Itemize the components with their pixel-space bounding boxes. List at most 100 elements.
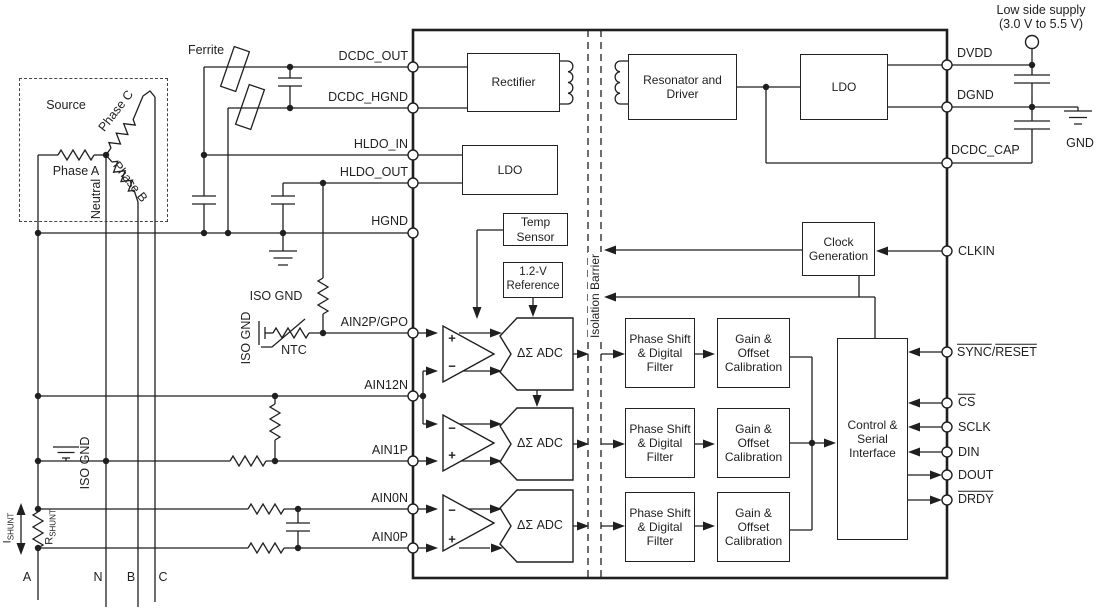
temp-sensor-block: Temp Sensor: [503, 213, 568, 246]
divider-resistor: [268, 403, 282, 441]
capacitor: [286, 522, 310, 532]
phase-filter-block-ch0: Phase Shift & Digital Filter: [625, 492, 695, 562]
ain1p-resistor: [229, 454, 267, 468]
bus-b-label: B: [126, 569, 136, 584]
phase-filter-label: Phase Shift & Digital Filter: [629, 421, 691, 465]
pin-dcdc-out: DCDC_OUT: [338, 48, 408, 63]
ldo-label: LDO: [831, 79, 857, 94]
adc-shapes: [499, 317, 574, 563]
pin-din: DIN: [958, 444, 980, 459]
gain-cal-block-ch1: Gain & Offset Calibration: [717, 408, 790, 478]
ntc-label: NTC: [281, 342, 307, 357]
capacitor: [1014, 74, 1050, 84]
phase-b-resistor: [111, 160, 135, 192]
amp-minus-sign: −: [448, 502, 456, 518]
hldo-block: LDO: [462, 145, 558, 195]
pin-ain12n: AIN12N: [364, 377, 408, 392]
capacitor: [278, 77, 302, 87]
gain-cal-label: Gain & Offset Calibration: [724, 505, 783, 549]
transformer-primary-coil: [567, 60, 574, 105]
adc-ch0-shape: [499, 489, 574, 563]
rshunt-main: R: [43, 536, 56, 545]
source-label: Source: [46, 97, 86, 112]
ishunt-sub: SHUNT: [6, 512, 16, 541]
pin-hldo-in: HLDO_IN: [353, 136, 408, 151]
amp-plus-sign: +: [448, 531, 456, 547]
gain-cal-label: Gain & Offset Calibration: [724, 421, 783, 465]
ntc-strike: [261, 318, 306, 348]
ferrite-bead: [234, 83, 266, 131]
isolation-barrier-label: Isolation Barrier: [588, 251, 602, 341]
pin-clkin: CLKIN: [958, 243, 995, 258]
control-serial-block: Control & Serial Interface: [837, 338, 908, 540]
pin-circles: [407, 34, 1040, 554]
rshunt-sub: SHUNT: [48, 509, 58, 537]
supply-terminal: [1024, 34, 1040, 50]
ishunt-label: ISHUNT: [1, 512, 16, 544]
iso-gnd-label: ISO GND: [238, 311, 253, 365]
pin-ain0p: AIN0P: [371, 529, 408, 544]
phase-filter-label: Phase Shift & Digital Filter: [629, 331, 691, 375]
adc-ch2-shape: [499, 317, 574, 391]
pin-hldo-out: HLDO_OUT: [339, 164, 408, 179]
slash: /: [991, 344, 996, 359]
gnd-symbol: [1064, 110, 1092, 125]
iso-gnd-ticks: [258, 321, 266, 345]
iso-gnd-symbol: [269, 250, 297, 266]
pin-dcdc-cap: DCDC_CAP: [951, 142, 1020, 157]
pin-dcdc-hgnd: DCDC_HGND: [328, 89, 408, 104]
gain-cal-block-ch0: Gain & Offset Calibration: [717, 492, 790, 562]
reference-block: 1.2-V Reference: [503, 262, 563, 298]
capacitor: [271, 195, 295, 205]
phase-c-resistor: [107, 119, 137, 149]
reference-label: 1.2-V Reference: [506, 266, 560, 292]
ain0p-resistor: [247, 541, 285, 555]
amp-ch0: [442, 493, 496, 553]
low-side-supply-label: Low side supply: [996, 2, 1086, 17]
junction-dots: [34, 61, 1036, 552]
sync-label: SYNC: [957, 344, 992, 359]
amp-plus-sign: +: [448, 447, 456, 463]
iso-gnd-label: ISO GND: [77, 436, 92, 490]
amp-ch1: [442, 413, 496, 473]
source-box: [19, 78, 168, 222]
adc-ch1-shape: [499, 407, 574, 481]
temp-sensor-label: Temp Sensor: [516, 215, 555, 244]
pin-dout: DOUT: [958, 467, 994, 482]
gnd-label: GND: [1066, 135, 1094, 150]
amp-plus-sign: +: [448, 330, 456, 346]
pin-sclk: SCLK: [958, 419, 991, 434]
phase-a-resistor: [57, 148, 95, 162]
ntc-resistor: [272, 326, 310, 340]
low-side-supply-wiring: [766, 48, 1092, 164]
pin-cs: CS: [958, 394, 976, 409]
ferrite-label: Ferrite: [187, 42, 225, 57]
gain-cal-label: Gain & Offset Calibration: [724, 331, 783, 375]
amp-minus-sign: −: [448, 420, 456, 436]
clock-gen-label: Clock Generation: [808, 234, 869, 263]
adc-label-ch0: ΔΣ ADC: [517, 518, 563, 532]
capacitor: [192, 195, 216, 205]
transformer-secondary-coil: [614, 60, 621, 105]
isolation-barrier-lines: [587, 30, 602, 578]
bus-n-label: N: [93, 569, 103, 584]
ferrite-bead: [219, 45, 251, 93]
pin-ain0n: AIN0N: [371, 490, 408, 505]
adc-label-ch2: ΔΣ ADC: [517, 346, 563, 360]
iso-gnd-symbol: [53, 446, 79, 459]
control-serial-label: Control & Serial Interface: [847, 417, 898, 461]
ldo-block: LDO: [800, 54, 888, 120]
phase-filter-label: Phase Shift & Digital Filter: [629, 505, 691, 549]
pin-drdy: DRDY: [958, 491, 994, 506]
capacitor: [1014, 120, 1050, 130]
pin-ain1p: AIN1P: [371, 442, 408, 457]
phase-filter-block-ch2: Phase Shift & Digital Filter: [625, 318, 695, 388]
amp-minus-sign: −: [448, 358, 456, 374]
gain-cal-block-ch2: Gain & Offset Calibration: [717, 318, 790, 388]
bus-a-label: A: [22, 569, 32, 584]
rshunt-label: RSHUNT: [43, 509, 58, 545]
iso-gnd-label: ISO GND: [249, 288, 303, 303]
bus-c-label: C: [158, 569, 168, 584]
amp-ch2: [442, 324, 496, 384]
